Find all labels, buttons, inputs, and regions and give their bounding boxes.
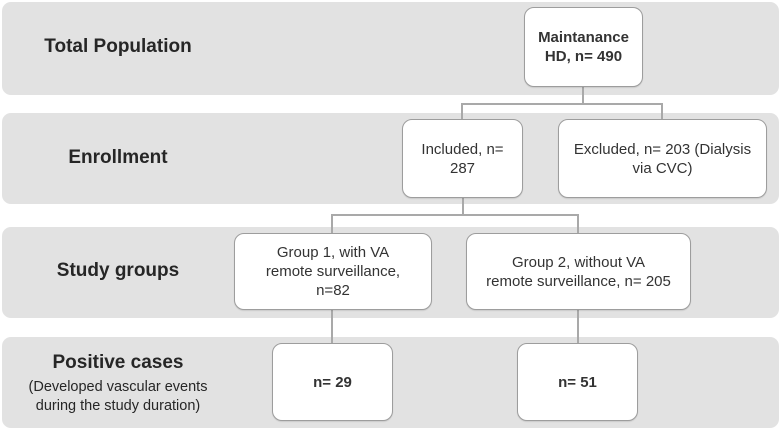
row-label-enrollment: Enrollment [68, 147, 168, 168]
connector-line [661, 104, 663, 120]
flow-box-included: Included, n= 287 [402, 119, 523, 198]
flow-box-maintenance-hd: Maintanance HD, n= 490 [524, 7, 643, 87]
flow-box-group1: Group 1, with VA remote surveillance, n=… [234, 233, 432, 310]
connector-line [461, 103, 663, 105]
flow-box-group2: Group 2, without VA remote surveillance,… [466, 233, 691, 310]
connector-line [462, 198, 464, 215]
connector-line [582, 87, 584, 104]
flow-box-positive-group1: n= 29 [272, 343, 393, 421]
flow-box-positive-group2: n= 51 [517, 343, 638, 421]
row-label-positive-cases: Positive cases (Developed vascular event… [8, 351, 228, 416]
connector-line [331, 310, 333, 343]
connector-line [331, 214, 579, 216]
connector-line [577, 310, 579, 343]
connector-line [331, 215, 333, 233]
band-total-population [2, 2, 779, 95]
connector-line [577, 215, 579, 233]
row-label-positive-cases-title: Positive cases [52, 352, 184, 373]
row-label-positive-cases-subtitle: (Developed vascular events during the st… [28, 379, 208, 414]
row-label-study-groups: Study groups [56, 260, 180, 281]
flow-box-excluded: Excluded, n= 203 (Dialysis via CVC) [558, 119, 767, 198]
connector-line [461, 104, 463, 120]
row-label-total-population: Total Population [44, 36, 192, 57]
